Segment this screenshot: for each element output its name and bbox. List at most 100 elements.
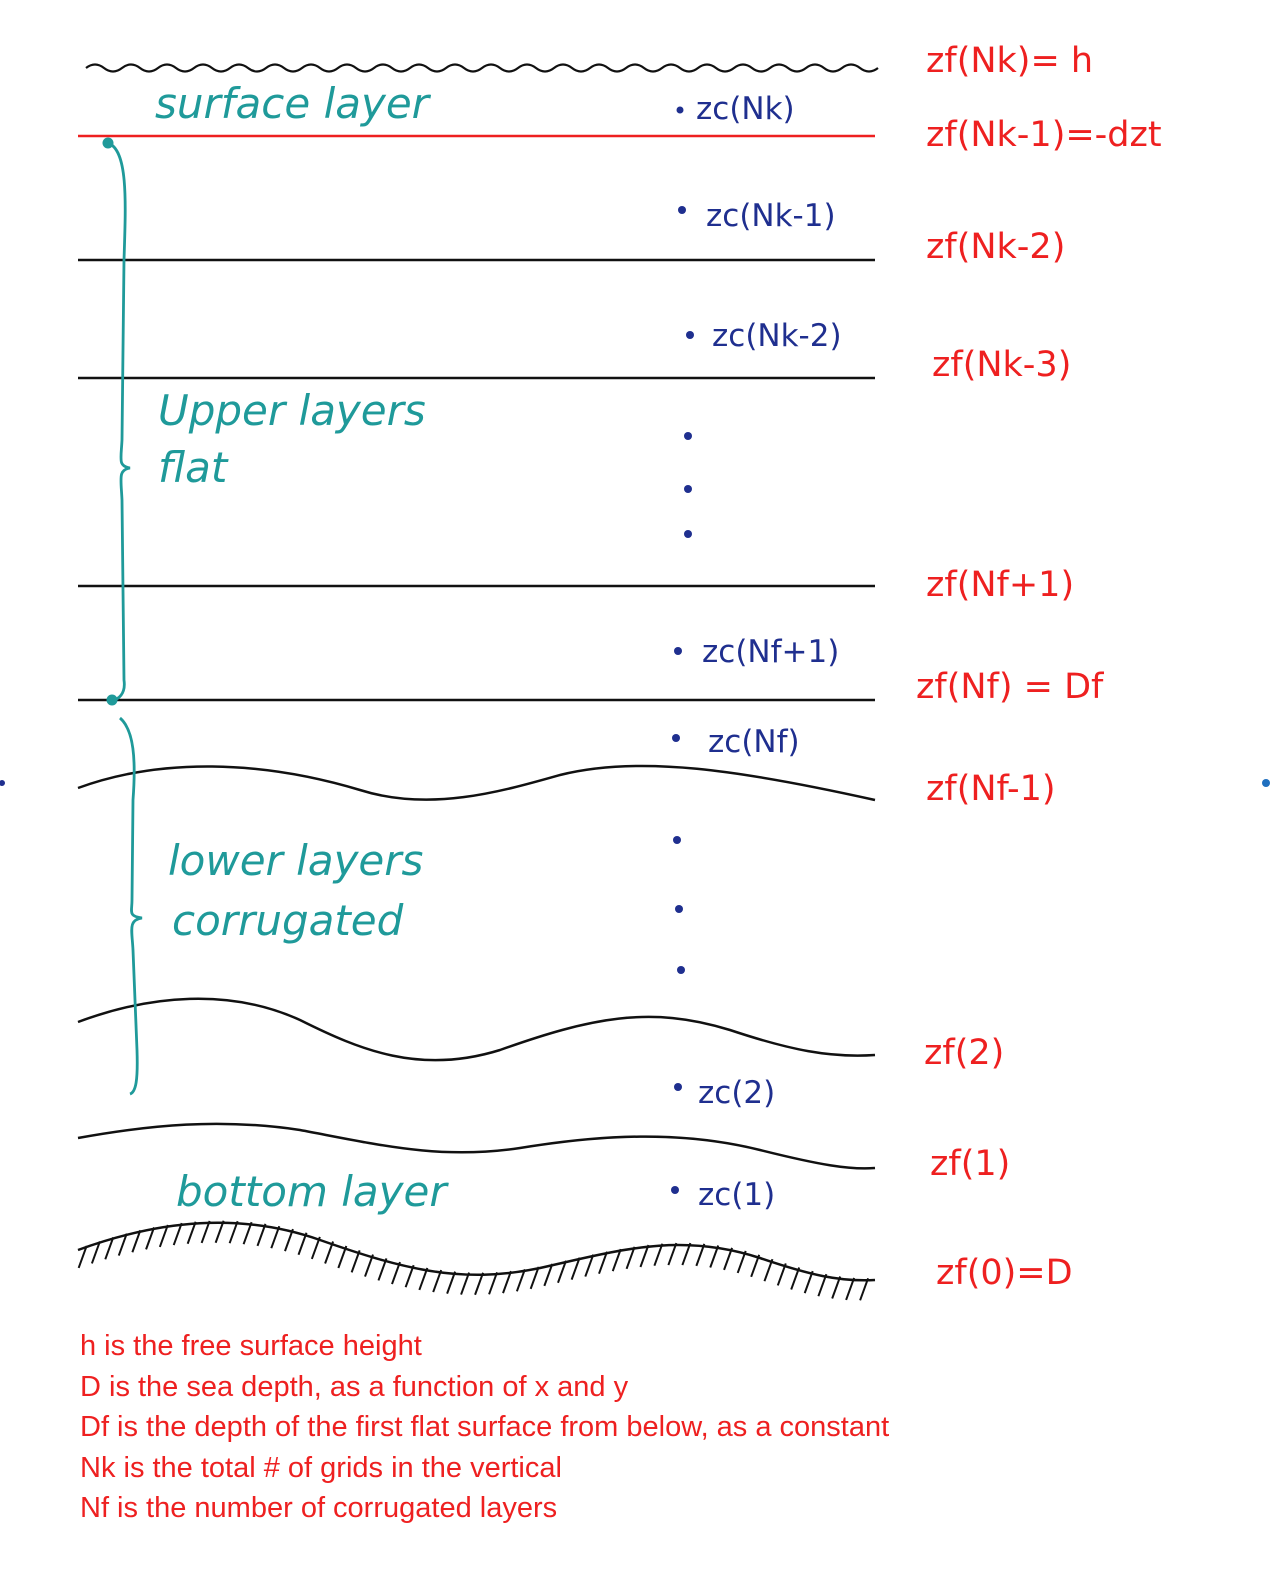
seabed-hatch-mark bbox=[432, 1269, 443, 1293]
seabed-hatch-mark bbox=[404, 1264, 415, 1288]
seabed-hatch-mark bbox=[736, 1250, 747, 1274]
seabed-hatch-mark bbox=[350, 1250, 361, 1273]
seabed-hatch-mark bbox=[391, 1261, 401, 1285]
seabed-hatch-mark bbox=[776, 1263, 787, 1286]
ellipsis-dot-lower-1 bbox=[673, 836, 681, 844]
seabed-hatch-mark bbox=[172, 1222, 183, 1246]
seabed-hatch-mark bbox=[598, 1251, 608, 1275]
seabed-hatch-mark bbox=[681, 1242, 692, 1266]
seabed-hatch-mark bbox=[803, 1270, 814, 1294]
free-surface-line bbox=[85, 63, 879, 73]
seabed-hatch-mark bbox=[763, 1258, 774, 1282]
seabed-hatch-mark bbox=[90, 1241, 101, 1264]
center-dot-2 bbox=[674, 1083, 682, 1091]
seabed-hatch-mark bbox=[77, 1245, 88, 1269]
seabed-hatch-mark bbox=[709, 1245, 720, 1268]
zf-nf-label: zf(Nf) = Df bbox=[916, 667, 1104, 707]
surface-layer-label: surface layer bbox=[155, 79, 432, 128]
zf-1-label: zf(1) bbox=[930, 1144, 1010, 1184]
seabed-hatch-mark bbox=[817, 1273, 828, 1297]
seabed-hatch-mark bbox=[653, 1243, 664, 1267]
seabed-hatch-mark bbox=[418, 1267, 429, 1291]
seabed-hatch-mark bbox=[104, 1236, 115, 1260]
ellipsis-dot-lower-3 bbox=[677, 966, 685, 974]
margin-mark-right bbox=[1262, 779, 1270, 787]
seabed-hatch-mark bbox=[790, 1267, 801, 1290]
zc-nk1-label: zc(Nk-1) bbox=[706, 198, 836, 234]
zc-1-label: zc(1) bbox=[698, 1177, 775, 1213]
zf-nfm1-label: zf(Nf-1) bbox=[926, 769, 1056, 809]
seabed-hatch-mark bbox=[158, 1224, 169, 1248]
note-nf: Nf is the number of corrugated layers bbox=[80, 1492, 558, 1524]
upper-layers-flat-label: flat bbox=[158, 443, 229, 492]
cell-center-dots bbox=[671, 106, 694, 1194]
seabed-hatch-mark bbox=[488, 1271, 498, 1295]
seabed-hatch-mark bbox=[723, 1247, 733, 1271]
zc-2-label: zc(2) bbox=[698, 1075, 775, 1111]
zf-nk2-label: zf(Nk-2) bbox=[926, 227, 1065, 267]
note-d: D is the sea depth, as a function of x a… bbox=[80, 1370, 629, 1403]
seabed-hatch-mark bbox=[695, 1243, 706, 1267]
corrugated-line-1 bbox=[77, 1122, 876, 1170]
zc-nk-label: zc(Nk) bbox=[696, 91, 795, 127]
seabed-hatch-mark bbox=[460, 1272, 471, 1295]
seabed-hatch-mark bbox=[284, 1228, 294, 1252]
upper-layers-label: Upper layers bbox=[158, 386, 426, 435]
seabed-hatch-mark bbox=[529, 1266, 540, 1290]
center-dot-nf1 bbox=[674, 647, 682, 655]
seabed-hatch-mark bbox=[242, 1221, 253, 1245]
note-nk: Nk is the total # of grids in the vertic… bbox=[80, 1451, 562, 1484]
seabed-hatch-mark bbox=[256, 1223, 267, 1247]
margin-mark-left bbox=[0, 780, 5, 786]
zf-nk1-label: zf(Nk-1)=-dzt bbox=[926, 115, 1162, 155]
seabed-hatch-mark bbox=[270, 1225, 281, 1249]
seabed-hatch-mark bbox=[667, 1242, 678, 1266]
seabed-hatch-mark bbox=[310, 1236, 321, 1260]
legend-notes: h is the free surface height D is the se… bbox=[80, 1326, 1230, 1529]
zf-0-label: zf(0)=D bbox=[936, 1253, 1073, 1293]
center-dot-nk1 bbox=[678, 206, 686, 214]
seabed-hatch-mark bbox=[474, 1272, 485, 1296]
zf-nk-label: zf(Nk)= h bbox=[926, 41, 1093, 81]
seabed-hatch-mark bbox=[228, 1220, 239, 1244]
zc-nk2-label: zc(Nk-2) bbox=[712, 318, 842, 354]
seabed-hatch-mark bbox=[831, 1276, 842, 1299]
ellipsis-dot-upper-2 bbox=[684, 485, 692, 493]
bottom-layer-label: bottom layer bbox=[176, 1167, 449, 1216]
corrugated-line-2 bbox=[77, 997, 876, 1062]
ellipsis-dot-lower-2 bbox=[675, 905, 683, 913]
seabed-hatch-mark bbox=[750, 1254, 761, 1278]
note-h: h is the free surface height bbox=[80, 1330, 422, 1362]
zc-nf-label: zc(Nf) bbox=[708, 724, 800, 760]
seabed-hatch-mark bbox=[145, 1227, 156, 1250]
center-dot-nk bbox=[676, 106, 684, 114]
center-dot-1 bbox=[671, 1186, 679, 1194]
seabed-hatch-mark bbox=[324, 1241, 335, 1264]
center-dot-nf bbox=[672, 734, 680, 742]
seabed-hatch-mark bbox=[543, 1263, 554, 1287]
seabed-hatch-mark bbox=[625, 1246, 636, 1270]
lower-layers-label: lower layers bbox=[168, 836, 423, 885]
seabed-hatch-mark bbox=[859, 1277, 870, 1301]
upper-layers-brace bbox=[107, 141, 131, 702]
lower-layers-brace bbox=[119, 716, 143, 1096]
ellipsis-dot-upper-1 bbox=[684, 432, 692, 440]
corrugated-line-nf-1 bbox=[77, 764, 876, 802]
seabed-hatch-mark bbox=[446, 1271, 457, 1294]
zf-nk3-label: zf(Nk-3) bbox=[932, 345, 1071, 385]
seabed-hatching bbox=[77, 1220, 870, 1301]
seabed-hatch-mark bbox=[214, 1220, 225, 1244]
seabed-hatch-mark bbox=[639, 1244, 650, 1268]
seabed-hatch-mark bbox=[584, 1254, 595, 1277]
seabed-hatch-mark bbox=[200, 1220, 211, 1244]
seabed-hatch-mark bbox=[377, 1258, 388, 1281]
seabed-hatch-mark bbox=[502, 1270, 512, 1294]
zf-2-label: zf(2) bbox=[924, 1033, 1004, 1073]
seabed-hatch-mark bbox=[297, 1232, 308, 1256]
zf-nf1-label: zf(Nf+1) bbox=[926, 565, 1074, 605]
seabed-hatch-mark bbox=[611, 1248, 622, 1272]
seabed-hatch-mark bbox=[117, 1233, 128, 1256]
seabed-hatch-mark bbox=[845, 1277, 856, 1301]
seabed-hatch-mark bbox=[570, 1257, 581, 1280]
